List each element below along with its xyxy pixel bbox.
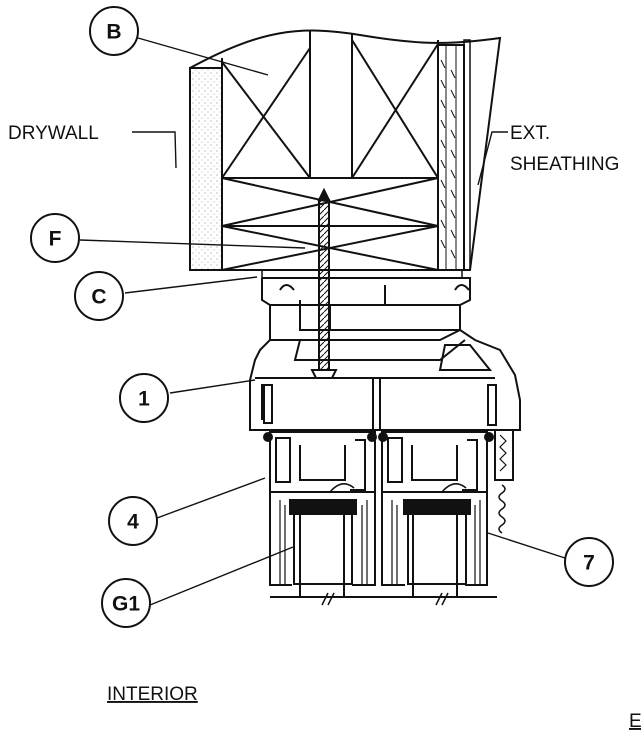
callout-7-circle <box>564 537 614 587</box>
ext-sheathing-label-line1: EXT. <box>510 123 550 144</box>
leader-lines <box>79 37 566 606</box>
callout-1-circle <box>119 373 169 423</box>
sash-right <box>378 431 494 586</box>
screw-f <box>310 187 338 379</box>
weatherstrip-7 <box>494 429 514 534</box>
wall-outline <box>189 29 502 271</box>
drywall-band <box>189 67 223 271</box>
callout-b: B <box>106 21 121 44</box>
callout-g1-circle <box>101 578 151 628</box>
callout-c-circle <box>74 271 124 321</box>
callout-g1: G1 <box>112 593 140 616</box>
glass-panes <box>270 515 497 606</box>
callout-f-circle <box>30 213 80 263</box>
sash-left <box>263 431 377 586</box>
callout-4: 4 <box>127 511 139 534</box>
exterior-label: E <box>629 711 641 732</box>
head-frame-profile <box>249 277 521 431</box>
shim-c <box>261 269 463 279</box>
callout-c: C <box>91 286 106 309</box>
ext-sheathing-label-line2: SHEATHING <box>510 154 619 175</box>
callout-1: 1 <box>138 388 150 411</box>
drywall-label: DRYWALL <box>8 123 99 144</box>
callout-f: F <box>49 228 62 251</box>
sheathing-band <box>437 44 465 271</box>
interior-label: INTERIOR <box>107 684 198 705</box>
callout-b-circle <box>89 6 139 56</box>
callout-4-circle <box>108 496 158 546</box>
wall-section <box>189 29 502 271</box>
callout-7: 7 <box>583 552 595 575</box>
